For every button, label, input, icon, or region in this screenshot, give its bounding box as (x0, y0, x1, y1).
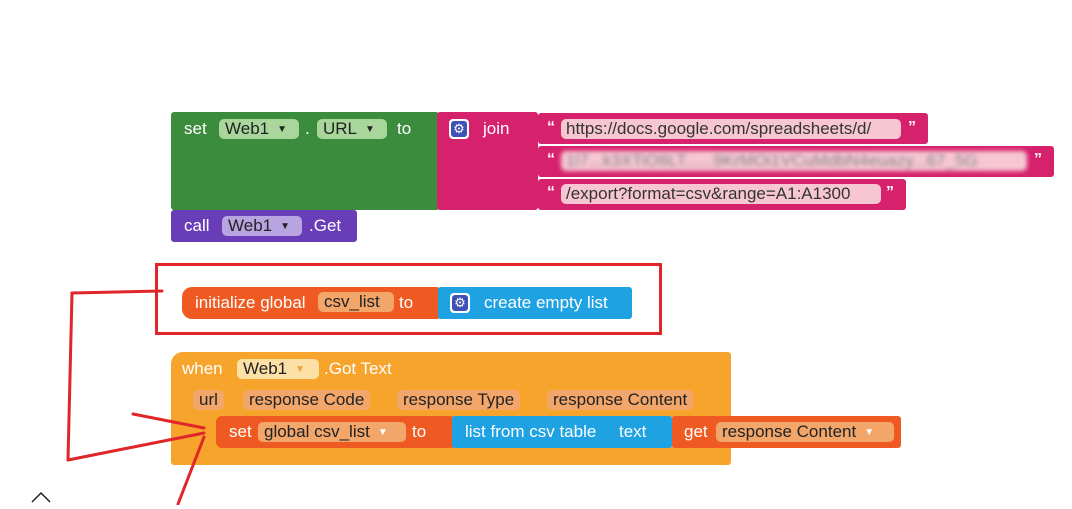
close-quote: ” (1034, 151, 1042, 168)
set-web1-url-block[interactable] (171, 112, 439, 210)
set-keyword: set (184, 119, 207, 138)
param-response-type[interactable]: response Type (397, 390, 521, 410)
component-name: Web1 (228, 216, 273, 235)
component-dropdown[interactable]: Web1 ▼ (219, 119, 299, 139)
mutator-gear-icon[interactable]: ⚙ (449, 119, 469, 139)
property-name: URL (323, 119, 358, 138)
text-string-field-3[interactable]: /export?format=csv&range=A1:A1300 (561, 184, 881, 204)
to-keyword: to (399, 293, 414, 312)
variable-dropdown[interactable]: response Content ▼ (716, 422, 894, 442)
component-name: Web1 (243, 359, 288, 378)
get-keyword: get (684, 422, 708, 441)
create-empty-list-label: create empty list (484, 293, 608, 312)
method-name: .Get (309, 216, 342, 235)
dropdown-arrow-icon: ▼ (864, 427, 875, 438)
variable-dropdown[interactable]: global csv_list ▼ (258, 422, 406, 442)
list-from-csv-table-block[interactable] (452, 416, 672, 448)
list-from-csv-table-label: list from csv table (465, 422, 597, 441)
component-dropdown[interactable]: Web1 ▼ (222, 216, 302, 236)
variable-name: response Content (722, 422, 857, 441)
to-keyword: to (397, 119, 412, 138)
text-string-field-2[interactable]: 1l7...k3XTiO8LT......9KrMOi1VCuMdbN4euaz… (561, 151, 1027, 171)
component-dropdown[interactable]: Web1 ▼ (237, 359, 319, 379)
close-quote: ” (908, 119, 916, 136)
close-quote: ” (886, 184, 894, 201)
dot-separator: . (305, 119, 310, 138)
variable-name-field[interactable]: csv_list (318, 292, 394, 312)
highlight-box (155, 263, 662, 335)
mutator-gear-icon[interactable]: ⚙ (450, 293, 470, 313)
open-quote: “ (547, 151, 555, 168)
property-dropdown[interactable]: URL ▼ (317, 119, 387, 139)
initialize-global-block[interactable] (182, 287, 440, 319)
param-response-code[interactable]: response Code (243, 390, 371, 410)
create-empty-list-block[interactable] (438, 287, 632, 319)
dropdown-arrow-icon: ▼ (280, 221, 291, 232)
param-response-content[interactable]: response Content (547, 390, 694, 410)
initialize-global-label: initialize global (195, 293, 306, 312)
collapse-chevron-up-icon[interactable] (30, 490, 52, 504)
param-url[interactable]: url (193, 390, 224, 410)
text-socket-label: text (619, 422, 647, 441)
dropdown-arrow-icon: ▼ (377, 427, 388, 438)
dropdown-arrow-icon: ▼ (365, 124, 375, 135)
open-quote: “ (547, 184, 555, 201)
event-name: .Got Text (324, 359, 392, 378)
to-keyword: to (412, 422, 427, 441)
open-quote: “ (547, 119, 555, 136)
text-string-field-1[interactable]: https://docs.google.com/spreadsheets/d/ (561, 119, 901, 139)
when-keyword: when (182, 359, 223, 378)
join-keyword: join (483, 119, 510, 138)
dropdown-arrow-icon: ▼ (295, 364, 306, 375)
dropdown-arrow-icon: ▼ (277, 124, 288, 135)
call-keyword: call (184, 216, 210, 235)
set-keyword: set (229, 422, 252, 441)
variable-name: global csv_list (264, 422, 370, 441)
component-name: Web1 (225, 119, 270, 138)
